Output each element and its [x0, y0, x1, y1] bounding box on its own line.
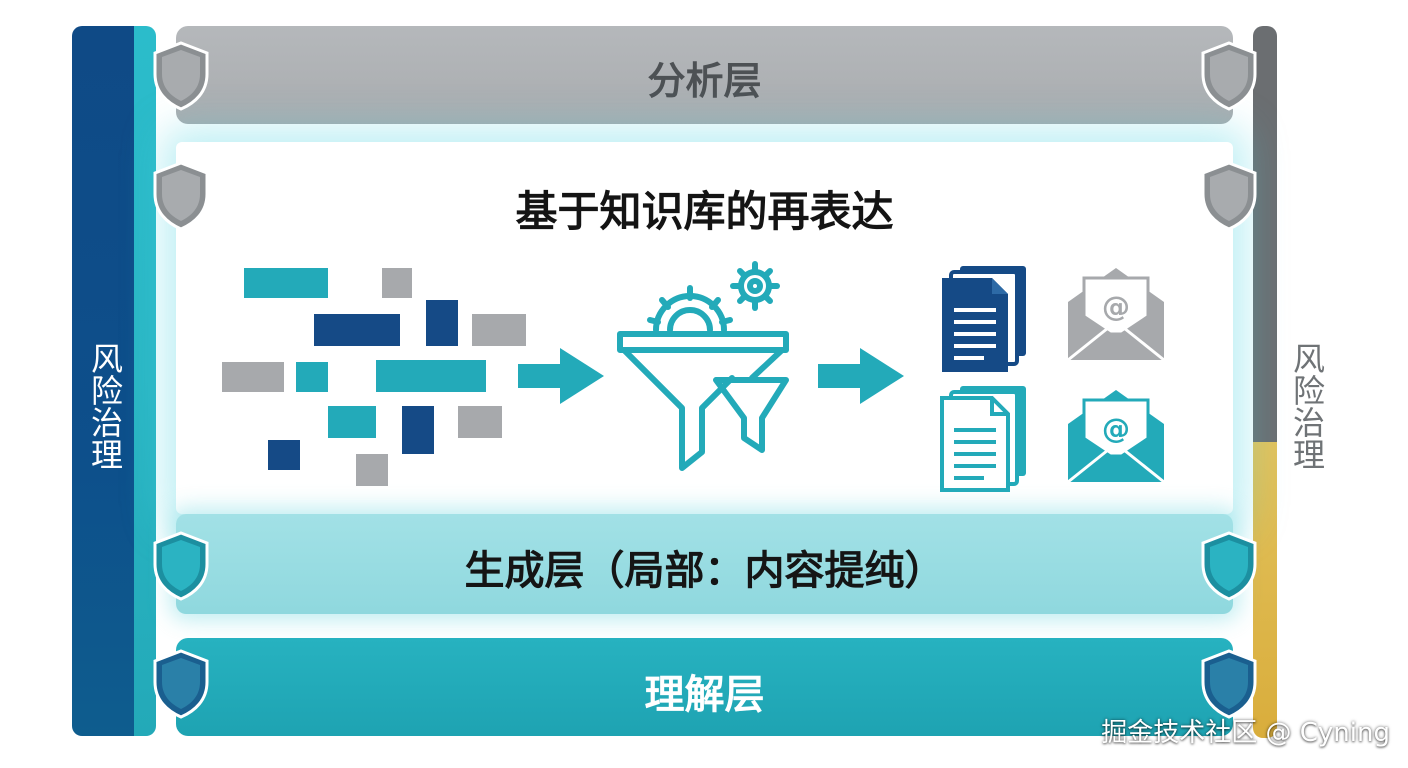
right-governance-label: 风险治理: [1288, 342, 1326, 470]
email-at-icon: @: [1067, 390, 1165, 484]
document-stack-icon: [942, 266, 1026, 372]
data-block: [402, 406, 434, 454]
left-governance-accent: [134, 26, 156, 736]
analysis-layer: [176, 26, 1233, 124]
left-governance-label: 风险治理: [86, 342, 124, 470]
shield-icon: [153, 531, 209, 601]
data-block: [328, 406, 376, 438]
generation-layer-label: 生成层（局部：内容提纯）: [464, 548, 945, 594]
data-block: [296, 362, 328, 392]
funnel-gear-icon: [617, 261, 789, 471]
data-block: [356, 454, 388, 486]
knowledge-panel-title: 基于知识库的再表达: [515, 187, 894, 236]
generation-layer: [176, 514, 1233, 614]
shield-icon: [1201, 649, 1257, 719]
understanding-layer: [176, 638, 1233, 736]
analysis-layer-label: 分析层: [647, 59, 762, 103]
shield-icon: [1201, 41, 1257, 111]
email-at-icon: @: [1067, 268, 1165, 362]
svg-text:@: @: [1102, 412, 1130, 445]
shield-icon: [153, 161, 209, 231]
data-block: [458, 406, 502, 438]
data-block: [244, 268, 328, 298]
shield-icon: [153, 41, 209, 111]
right-governance-bar-gray: [1253, 26, 1277, 442]
document-stack-icon: [940, 386, 1026, 492]
data-block: [426, 300, 458, 346]
shield-icon: [1201, 161, 1257, 231]
data-block: [376, 360, 486, 392]
data-block: [472, 314, 526, 346]
watermark: 掘金技术社区 @ Cyning: [1101, 718, 1390, 748]
right-governance-bar-gold: [1253, 442, 1277, 738]
shield-icon: [153, 649, 209, 719]
svg-text:@: @: [1102, 290, 1130, 323]
data-block: [382, 268, 412, 298]
understanding-layer-label: 理解层: [644, 672, 765, 718]
data-block: [268, 440, 300, 470]
data-block: [222, 362, 284, 392]
shield-icon: [1201, 531, 1257, 601]
arrow-right-icon: [818, 348, 904, 404]
arrow-right-icon: [518, 348, 604, 404]
data-block: [314, 314, 400, 346]
